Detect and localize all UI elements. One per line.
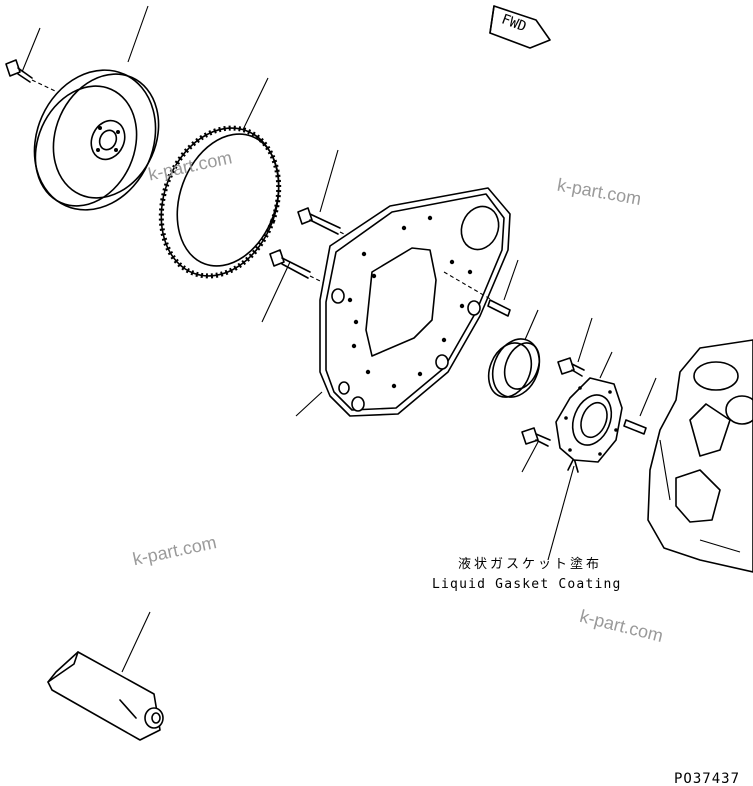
seal-retainer-icon [555, 377, 623, 463]
oil-seal-icon [487, 338, 541, 398]
gasket-tube-icon [47, 651, 164, 741]
watermark: k-part.com [556, 175, 643, 209]
fwd-arrow-icon: FWD [489, 5, 551, 49]
ring-gear-icon [158, 125, 282, 279]
dowel-pin-lower-icon [623, 419, 647, 435]
flywheel-bolt-icon [5, 59, 71, 99]
retainer-bolt-lower-icon [521, 427, 551, 447]
gasket-note-english: Liquid Gasket Coating [432, 577, 622, 592]
engine-block-icon [647, 339, 753, 573]
flywheel-housing-plate-icon [319, 187, 511, 417]
gasket-note-japanese: 液状ガスケット塗布 [458, 556, 602, 572]
dowel-pin-upper-icon [443, 271, 511, 317]
flywheel-icon [33, 69, 160, 211]
watermark: k-part.com [131, 532, 218, 569]
drawing-number: PO37437 [674, 771, 740, 786]
watermark: k-part.com [578, 606, 665, 646]
retainer-bolt-upper-icon [557, 357, 585, 377]
